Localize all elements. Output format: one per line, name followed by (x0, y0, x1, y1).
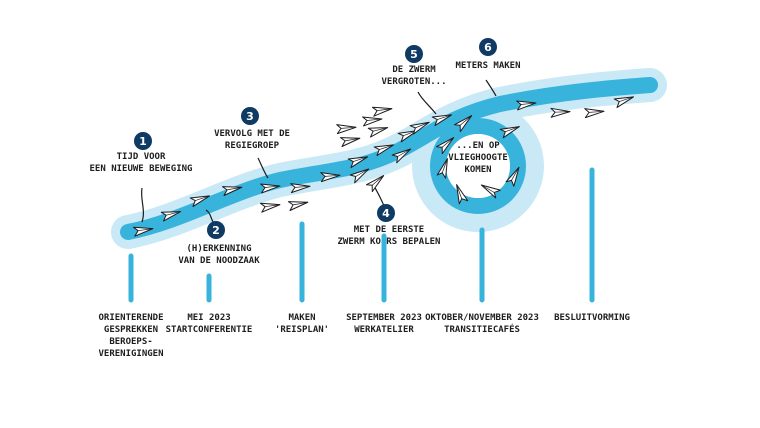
step-label-line: MET DE EERSTE (354, 225, 424, 235)
paper-plane-icon (454, 115, 473, 133)
paper-plane-icon (287, 201, 309, 211)
step-number: 4 (382, 207, 390, 220)
step-badge-circle (241, 107, 259, 125)
paper-plane-icon (290, 183, 311, 194)
milestone-label-line: MAKEN (288, 313, 315, 323)
step-badge: 2 (207, 221, 225, 239)
step-badges: 1 2 3 4 5 6 (134, 38, 497, 239)
step-label-line: EEN NIEUWE BEWEGING (90, 164, 193, 174)
milestone-labels: ORIENTERENDE GESPREKKEN BEROEPS- VERENIGING… (98, 313, 629, 359)
step-label-line: (H)ERKENNING (186, 244, 251, 254)
milestone-label-line: SEPTEMBER 2023 (346, 313, 422, 323)
step-number: 3 (246, 110, 254, 123)
step-number: 2 (212, 224, 220, 237)
paper-plane-icon (550, 107, 571, 118)
milestone-label-line: GESPREKKEN (104, 325, 158, 335)
step-labels: TIJD VOOR EEN NIEUWE BEWEGING (H)ERKENNING… (90, 61, 521, 266)
milestone-label-line: TRANSITIECAFÉS (444, 323, 520, 335)
step-label-line: ZWERM KOERS BEPALEN (338, 237, 441, 247)
paper-plane-icon (516, 100, 537, 111)
step-number: 5 (410, 48, 418, 61)
paper-plane-icon (221, 186, 243, 196)
paper-plane-icon (372, 106, 393, 117)
paper-plane-icon (336, 124, 357, 135)
milestone-label-line: STARTCONFERENTIE (166, 325, 253, 335)
paper-plane-icon (499, 126, 520, 139)
step-badge: 5 (405, 45, 423, 63)
loop-ring (430, 118, 526, 214)
paper-plane-icon (362, 116, 383, 127)
paper-plane-icon (409, 121, 430, 135)
step-badge: 1 (134, 132, 152, 150)
step-number: 6 (484, 41, 492, 54)
step-badge: 6 (479, 38, 497, 56)
paper-plane-icon (436, 137, 455, 155)
paper-plane-icon (189, 195, 211, 208)
paper-plane-icon (367, 127, 389, 138)
paper-plane-icon (397, 130, 418, 143)
step-label-line: DE ZWERM (392, 65, 436, 75)
milestone-label-line: 'REISPLAN' (275, 325, 329, 335)
milestone-label-line: MEI 2023 (187, 313, 230, 323)
paper-plane-icon (320, 172, 341, 183)
paper-plane-icon (347, 156, 369, 169)
paper-plane-icon (436, 158, 448, 179)
paper-plane-icon (260, 202, 281, 213)
river-inner (120, 77, 658, 240)
paper-plane-icon (480, 184, 501, 199)
paper-plane-icon (339, 137, 361, 147)
step-label-line: METERS MAKEN (455, 61, 520, 71)
milestone-label-line: OKTOBER/NOVEMBER 2023 (425, 313, 539, 323)
paper-plane-icon (431, 114, 453, 127)
step-badge-circle (377, 204, 395, 222)
loop-center (446, 134, 510, 198)
paper-plane-icon (584, 108, 605, 119)
milestone-label-line: BEROEPS- (109, 337, 152, 347)
loop-label: ...EN OP VLIEGHOOGTE KOMEN (448, 141, 508, 175)
step-label-line: VERGROTEN... (381, 77, 446, 87)
milestone-label-line: ORIENTERENDE (98, 313, 163, 323)
step-label-line: VERVOLG MET DE (214, 129, 290, 139)
step-number: 1 (139, 135, 147, 148)
step-badge: 4 (377, 204, 395, 222)
loop-text-line: ...EN OP (456, 141, 500, 151)
paper-plane-icon (133, 226, 154, 237)
planes-layer (133, 96, 635, 237)
loop-text-line: KOMEN (464, 165, 491, 175)
milestone-bars (128, 167, 595, 303)
step-badge-circle (479, 38, 497, 56)
paper-plane-icon (260, 183, 281, 194)
paper-plane-icon (613, 96, 635, 109)
milestone-label-line: WERKATELIER (354, 325, 414, 335)
paper-plane-icon (505, 166, 520, 187)
paper-plane-icon (349, 168, 370, 184)
milestone-label-line: BESLUITVORMING (554, 313, 630, 323)
paper-plane-icon (160, 211, 182, 222)
step-badge: 3 (241, 107, 259, 125)
step-label-line: TIJD VOOR (117, 152, 166, 162)
paper-plane-icon (391, 148, 412, 164)
step-label-line: REGIEGROEP (225, 141, 280, 151)
loop-text-line: VLIEGHOOGTE (448, 153, 508, 163)
step-badge-circle (134, 132, 152, 150)
paper-plane-icon (456, 184, 469, 205)
step-badge-circle (405, 45, 423, 63)
paper-plane-icon (366, 175, 385, 193)
paper-plane-icon (373, 144, 395, 157)
step-label-line: VAN DE NOODZAAK (178, 256, 260, 266)
step-badge-circle (207, 221, 225, 239)
milestone-label-line: VERENIGINGEN (98, 349, 163, 359)
